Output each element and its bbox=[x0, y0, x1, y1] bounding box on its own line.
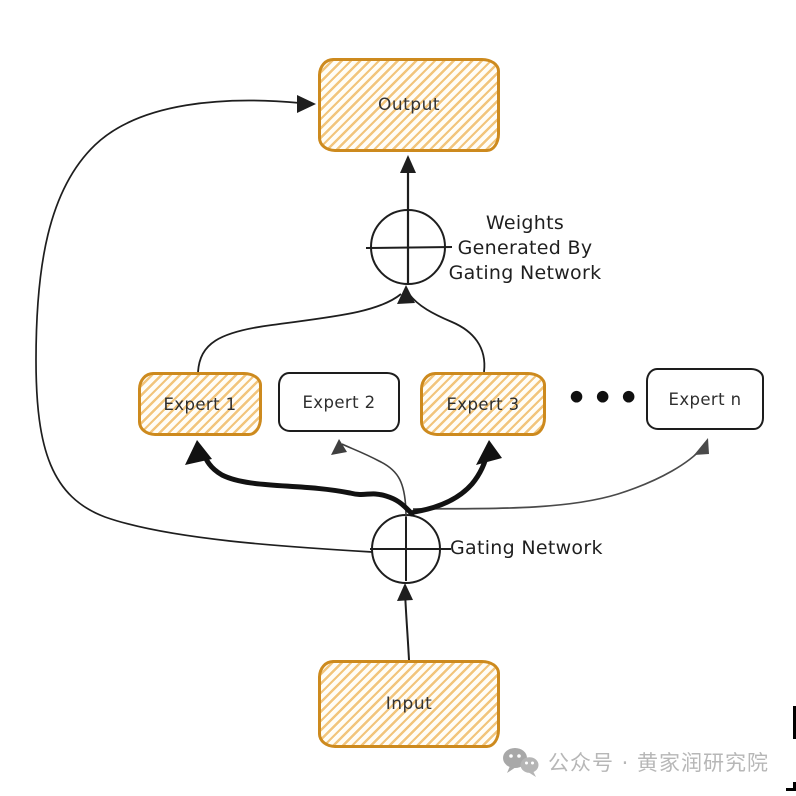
arrow-input-to-gating bbox=[404, 591, 410, 661]
output-label: Output bbox=[377, 95, 441, 115]
arrowhead-expert2 bbox=[331, 439, 347, 455]
input-box: Input bbox=[318, 660, 500, 748]
wechat-icon bbox=[503, 748, 539, 777]
expert-n-box: Expert n bbox=[646, 368, 764, 430]
expert-3-label: Expert 3 bbox=[446, 394, 520, 414]
watermark: 公众号 · 黄家润研究院 bbox=[502, 746, 769, 778]
arrowhead-expert3-bold bbox=[476, 440, 502, 465]
expert-2-label: Expert 2 bbox=[302, 392, 376, 412]
arrowhead-expertn bbox=[694, 438, 709, 455]
arrow-gating-to-expert1-bold bbox=[200, 449, 415, 517]
screen-edge-artifact-tick bbox=[793, 706, 796, 739]
expert-1-box: Expert 1 bbox=[138, 372, 262, 436]
input-label: Input bbox=[385, 694, 433, 714]
combine-node-cross bbox=[365, 246, 453, 249]
weights-note-line1: Weights bbox=[485, 212, 565, 234]
output-box: Output bbox=[318, 58, 500, 152]
arrow-gating-to-output-loop bbox=[35, 99, 373, 553]
expert-2-box: Expert 2 bbox=[278, 372, 400, 432]
weights-note-line2: Generated By bbox=[457, 237, 593, 259]
arrow-gating-to-expert2 bbox=[341, 443, 407, 518]
screen-edge-artifact-corner-h bbox=[786, 788, 796, 791]
arrowhead-expert1-bold bbox=[185, 440, 212, 465]
expert-1-label: Expert 1 bbox=[163, 394, 237, 414]
arrowhead-gating-bottom bbox=[397, 583, 413, 601]
arrow-expert1-to-combine bbox=[197, 293, 402, 373]
screen-edge-artifact-corner-v bbox=[793, 782, 796, 791]
expert-n-label: Expert n bbox=[668, 389, 742, 409]
gating-network-label: Gating Network bbox=[450, 537, 603, 559]
weights-note: Weights Generated By Gating Network bbox=[425, 211, 625, 286]
arrow-gating-to-expert3-bold bbox=[411, 447, 491, 515]
arrowhead-combine-bottom bbox=[397, 285, 415, 304]
expert-3-box: Expert 3 bbox=[420, 372, 546, 436]
arrow-expert3-to-combine bbox=[408, 293, 486, 373]
arrow-gating-to-expertn bbox=[412, 447, 703, 510]
watermark-text: 公众号 · 黄家润研究院 bbox=[548, 751, 770, 775]
experts-ellipsis: ••• bbox=[566, 378, 645, 417]
weights-note-line3: Gating Network bbox=[448, 262, 602, 284]
arrowhead-output-bottom bbox=[400, 155, 416, 173]
arrowhead-output-left bbox=[297, 95, 316, 113]
